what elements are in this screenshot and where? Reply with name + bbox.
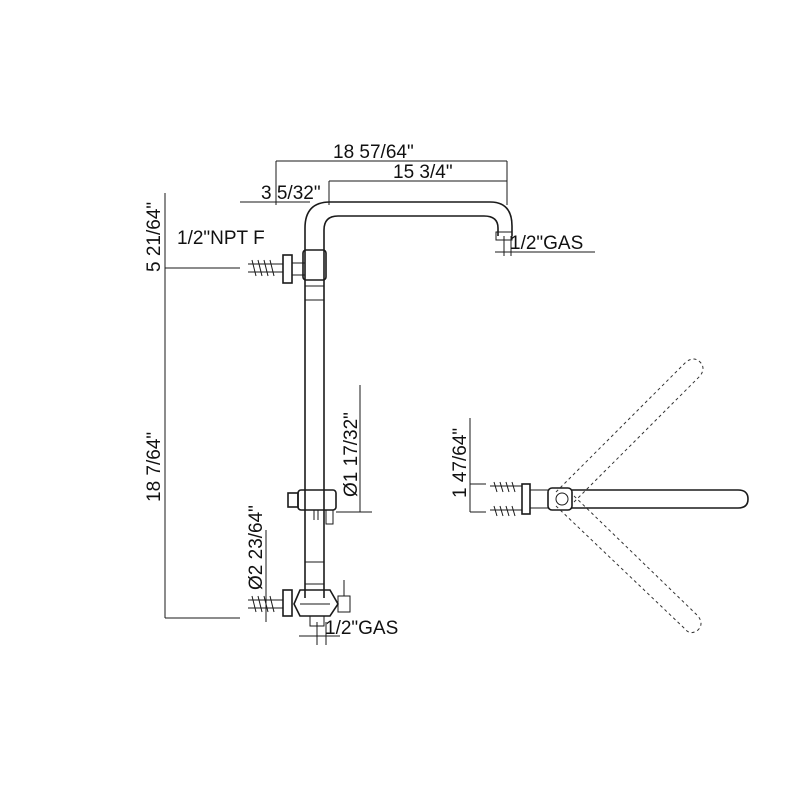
npt-label: 1/2"NPT F — [177, 228, 265, 249]
left-dimension-lines — [164, 193, 240, 619]
head-gas-label: 1/2"GAS — [510, 233, 583, 254]
side-view — [469, 358, 749, 634]
total-width-label: 18 57/64" — [333, 142, 414, 163]
head-gas-dimension — [495, 236, 595, 256]
top-height-label: 5 21/64" — [144, 202, 165, 272]
shower-column — [248, 201, 513, 645]
flange-diameter-label: Ø2 23/64" — [246, 505, 267, 590]
offset-label: 3 5/32" — [261, 183, 321, 204]
bottom-gas-label: 1/2"GAS — [325, 618, 398, 639]
pipe-diameter-label: Ø1 17/32" — [341, 412, 362, 497]
side-depth-label: 1 47/64" — [450, 428, 471, 498]
total-height-label: 18 7/64" — [144, 432, 165, 502]
arm-length-label: 15 3/4" — [393, 162, 453, 183]
pipe-diameter-dimension — [336, 385, 372, 513]
top-dimension-lines — [240, 160, 508, 205]
